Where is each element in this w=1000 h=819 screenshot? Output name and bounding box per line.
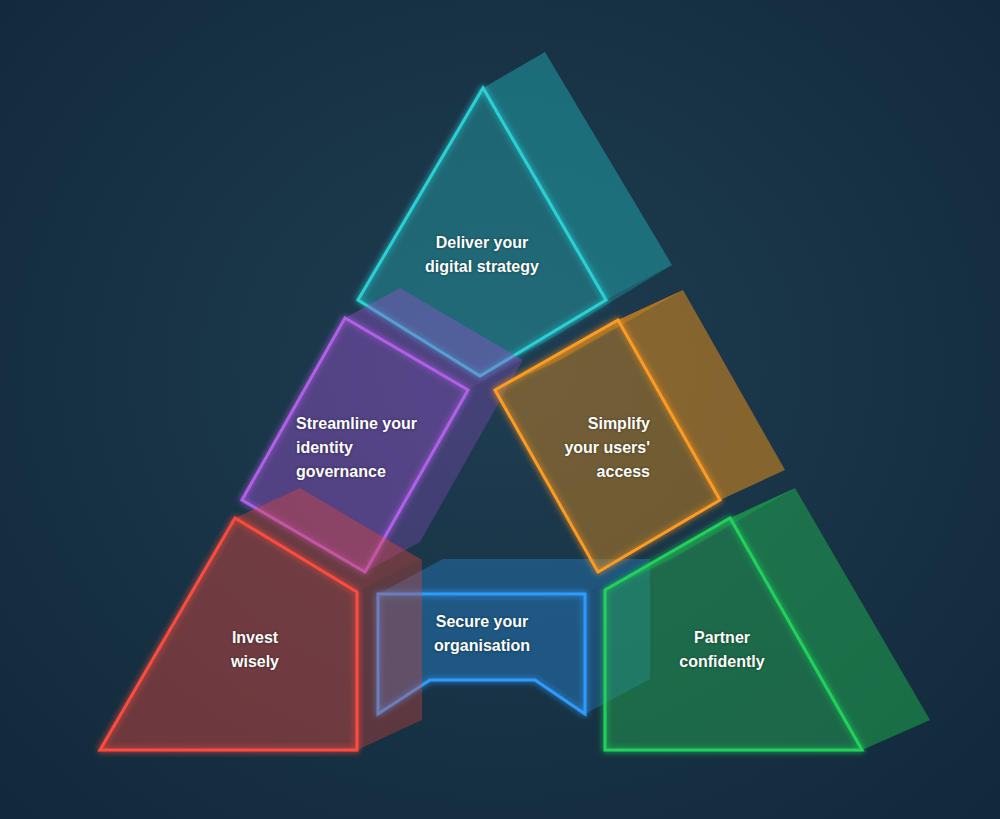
pillar-label: Secure your organisation	[415, 610, 549, 658]
pillar-label-box: Partner confidently	[666, 626, 778, 674]
pillar-label: Deliver your digital strategy	[423, 231, 541, 279]
pillar-label-box: Secure your organisation	[415, 610, 549, 658]
pillar-label-box: Simplify your users' access	[554, 412, 650, 484]
pillar-label-box: Deliver your digital strategy	[423, 231, 541, 279]
green-prism	[605, 488, 930, 750]
pillar-label-box: Streamline your identity governance	[296, 412, 418, 484]
pillar-label-box: Invest wisely	[219, 626, 291, 674]
pillar-label: Simplify your users' access	[554, 412, 650, 484]
pillar-label: Invest wisely	[219, 626, 291, 674]
pillar-label: Streamline your identity governance	[296, 412, 418, 484]
pillar-label: Partner confidently	[666, 626, 778, 674]
red-prism	[100, 488, 422, 750]
